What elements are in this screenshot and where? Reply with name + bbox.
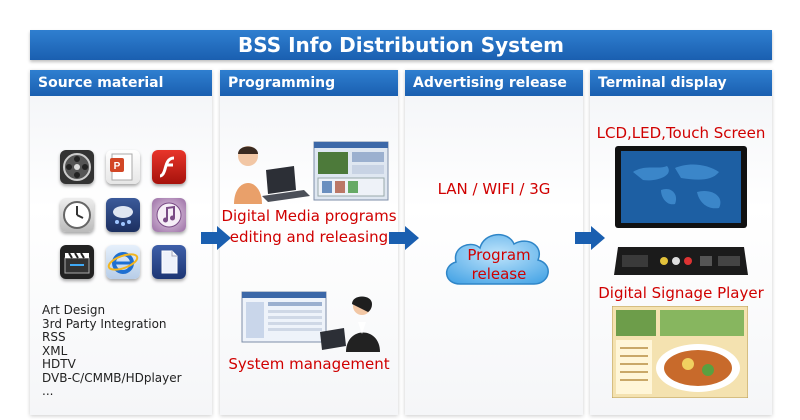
source-material-list: Art Design 3rd Party Integration RSS XML…	[42, 303, 212, 399]
source-item: RSS	[42, 330, 66, 344]
column-header-programming: Programming	[220, 70, 398, 96]
arrow-right-icon	[575, 226, 605, 250]
column-source-material: Source material	[30, 70, 212, 415]
cloud-label-line2: release	[471, 265, 527, 283]
source-item: ...	[42, 384, 54, 398]
film-reel-icon	[60, 150, 94, 184]
cloud-label-line1: Program	[467, 246, 531, 264]
signage-player-illustration	[614, 247, 748, 275]
video-clapper-icon	[60, 245, 94, 279]
clock-icon	[60, 198, 94, 232]
system-management-illustration	[241, 291, 380, 352]
music-icon	[152, 198, 186, 232]
flash-icon	[152, 150, 186, 184]
network-label: LAN / WIFI / 3G	[437, 180, 551, 198]
column-header-release: Advertising release	[405, 70, 583, 96]
source-item: 3rd Party Integration	[42, 316, 167, 331]
arrow-right-icon	[389, 226, 419, 250]
weather-icon	[106, 198, 140, 232]
column-header-terminal: Terminal display	[590, 70, 772, 96]
source-item: Art Design	[42, 303, 106, 317]
player-label: Digital Signage Player	[598, 284, 764, 302]
editing-label-line2: editing and releasing	[229, 228, 389, 246]
editing-label-line1: Digital Media programs	[221, 207, 397, 225]
media-editing-illustration	[234, 141, 389, 204]
screens-label: LCD,LED,Touch Screen	[596, 124, 766, 142]
source-item: XML	[42, 343, 68, 358]
lcd-screen-illustration	[615, 146, 747, 228]
cloud-icon	[446, 234, 549, 285]
ie-browser-icon	[106, 245, 140, 279]
powerpoint-icon: P	[106, 150, 140, 184]
source-item: HDTV	[42, 357, 76, 371]
system-management-label: System management	[228, 355, 390, 373]
column-programming: Programming	[220, 70, 398, 415]
svg-text:P: P	[114, 161, 121, 172]
arrow-right-icon	[201, 226, 231, 250]
page-title: BSS Info Distribution System	[30, 30, 772, 60]
column-header-source: Source material	[30, 70, 212, 96]
source-item: DVB-C/CMMB/HDplayer	[42, 370, 182, 385]
signage-content-illustration	[612, 306, 748, 398]
document-icon	[152, 245, 186, 279]
